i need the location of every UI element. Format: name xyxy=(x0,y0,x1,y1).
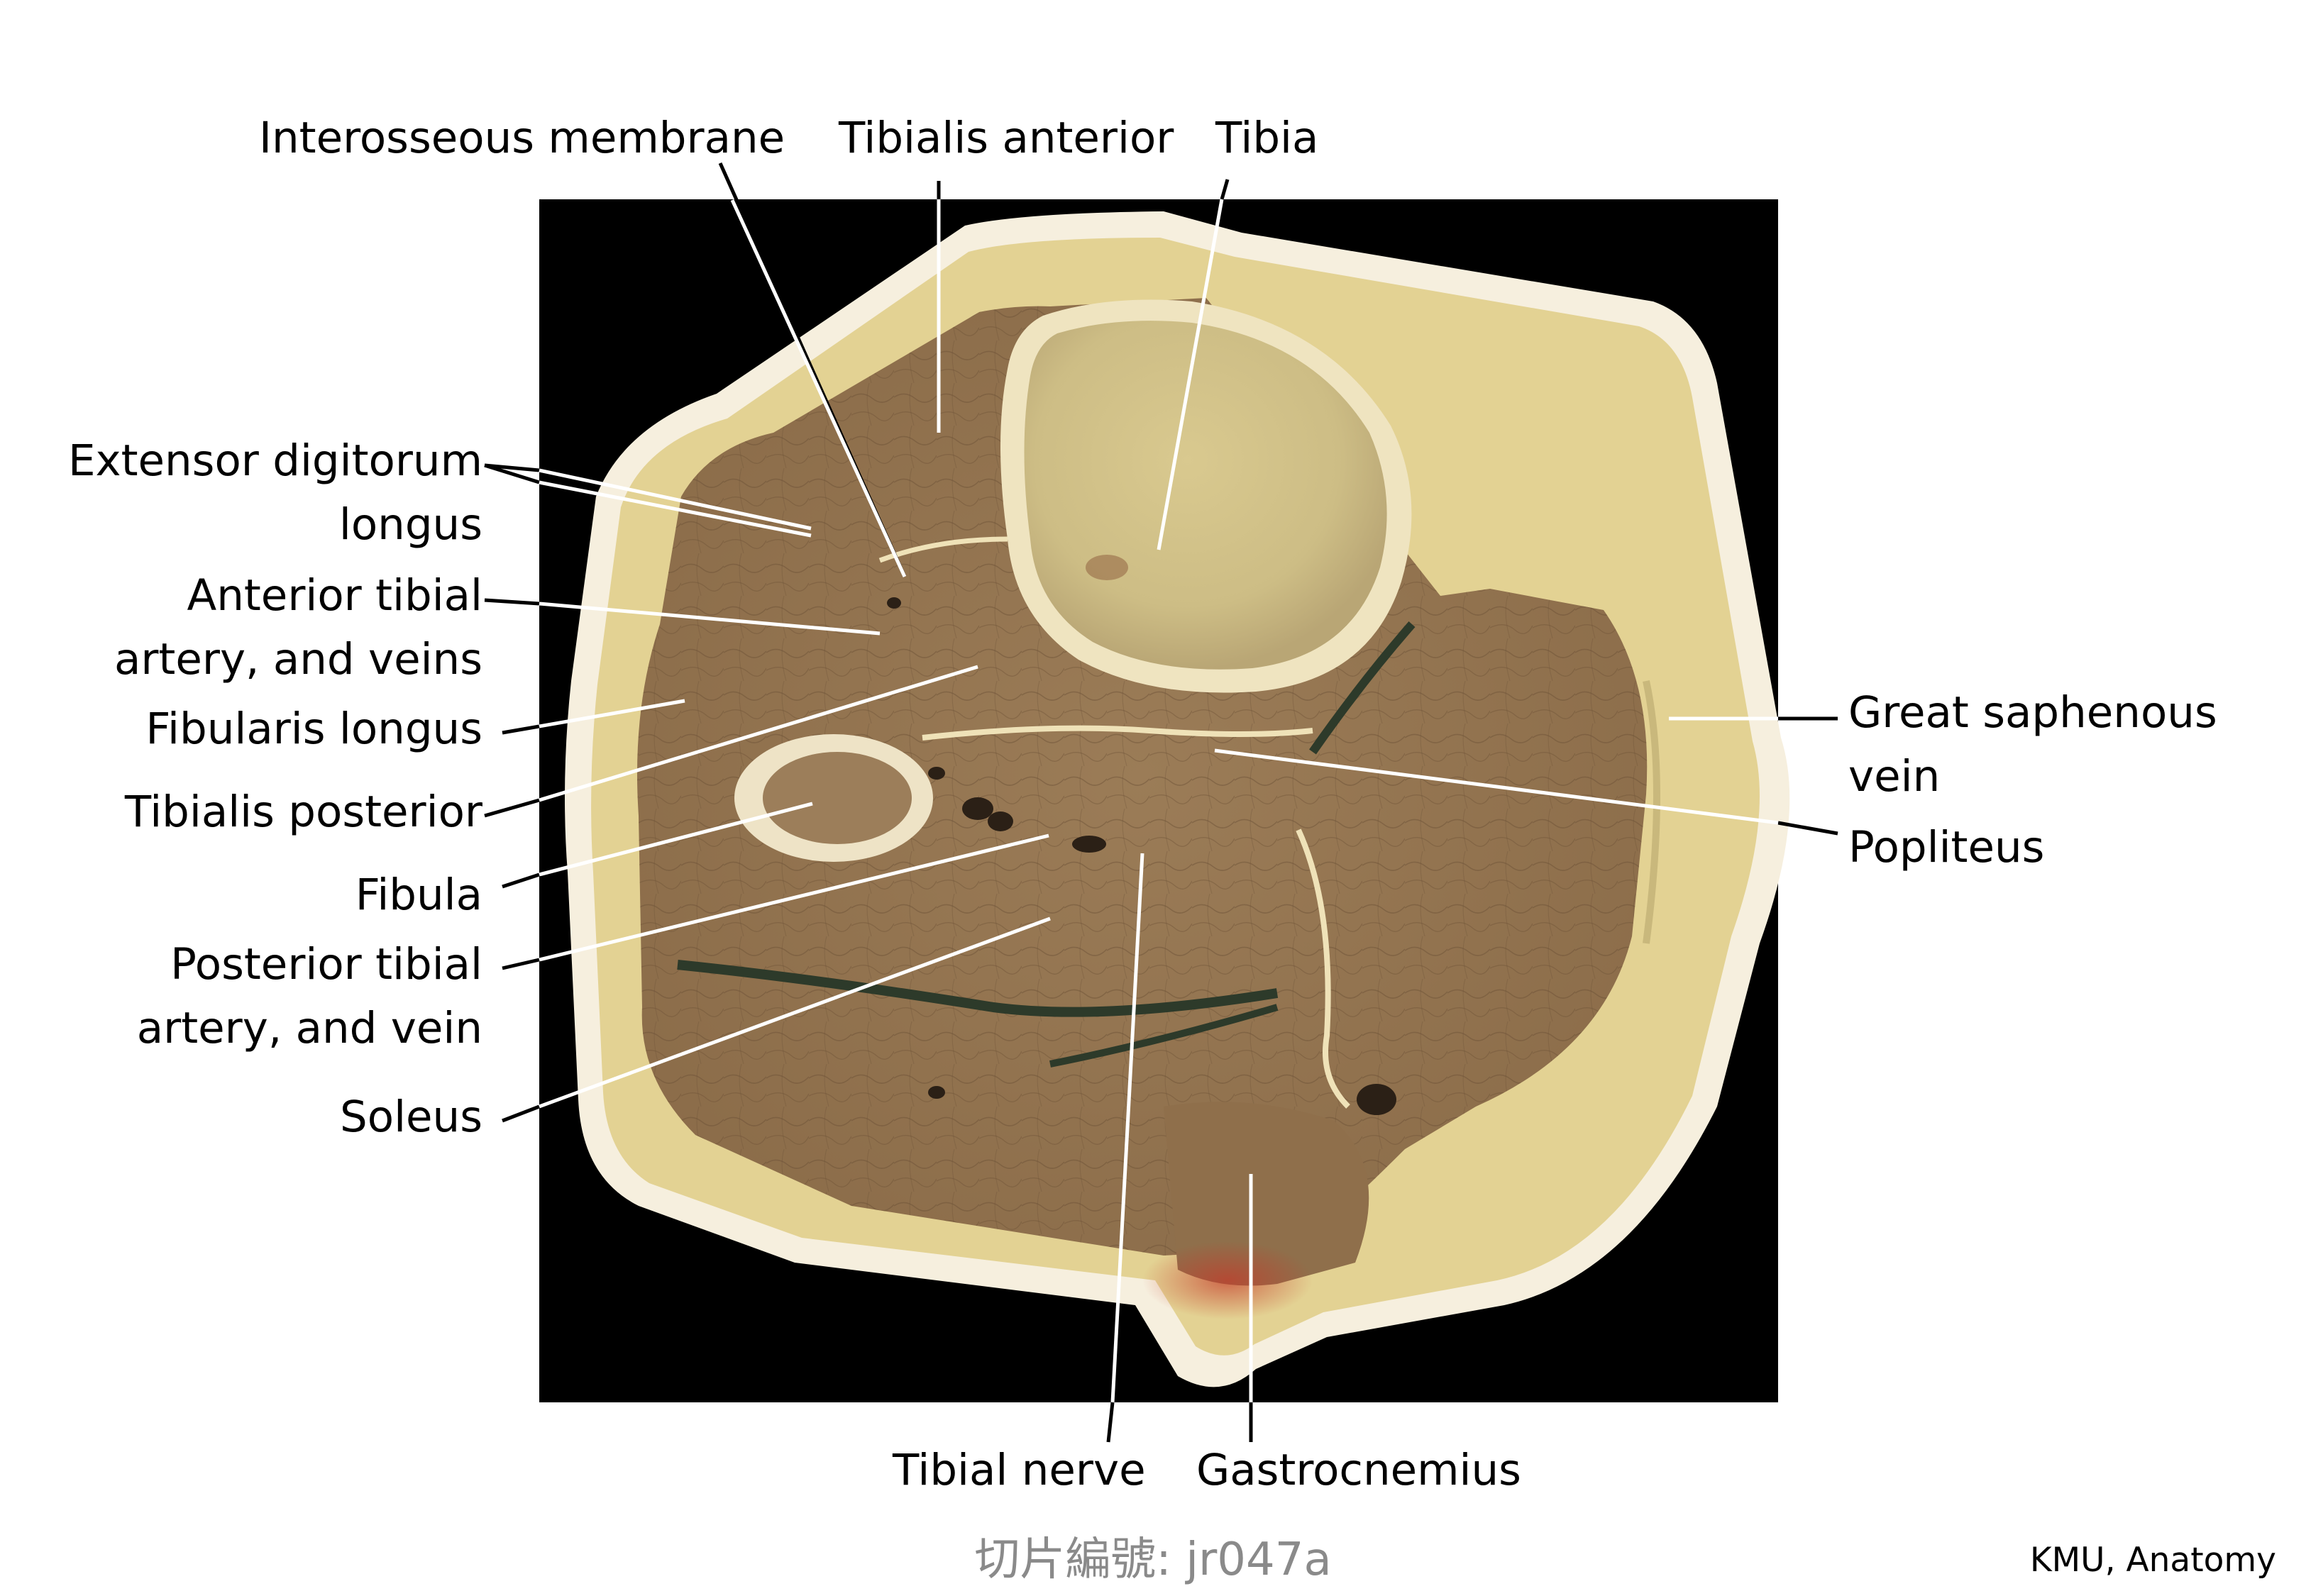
deep-fascia xyxy=(1643,680,1660,944)
label-great-saphenous-line1: Great saphenous xyxy=(1848,687,2217,738)
leader-extensor-top xyxy=(484,463,540,472)
leader-tibial-nerve xyxy=(1110,853,1144,1403)
label-gastrocnemius: Gastrocnemius xyxy=(1196,1445,1521,1495)
gastrocnemius-region xyxy=(1164,1102,1369,1286)
anterior-tibial-vessel xyxy=(887,597,901,609)
leader-anterior-tibial-top xyxy=(484,598,540,606)
label-tibialis-posterior: Tibialis posterior xyxy=(124,787,483,837)
tibia-marking xyxy=(1086,555,1128,580)
soleus-vessel xyxy=(928,1086,945,1099)
septum-line xyxy=(1296,829,1350,1109)
label-popliteus: Popliteus xyxy=(1848,822,2044,872)
leader-extensor-digitorum xyxy=(539,468,812,538)
fascia-line-posterior xyxy=(677,960,1279,1017)
red-tissue-area xyxy=(1142,1241,1313,1319)
leader-tibial-nerve-bottom xyxy=(1106,1402,1115,1443)
label-fibula: Fibula xyxy=(355,870,482,920)
fascia-line-popliteus xyxy=(1309,621,1416,755)
posterior-tibial-vessel-3 xyxy=(1072,836,1106,853)
leader-lines xyxy=(484,162,1838,1443)
posterior-tibial-vessel-1 xyxy=(962,797,993,820)
leader-posterior-tibial-top xyxy=(502,958,540,970)
leader-tibialis-posterior xyxy=(539,665,978,802)
leader-tibia-top xyxy=(1220,179,1230,200)
leader-fibula-top xyxy=(502,872,540,889)
leader-popliteus-top xyxy=(1777,821,1838,836)
label-fibularis-longus: Fibularis longus xyxy=(145,704,482,754)
leader-fibula xyxy=(539,802,813,877)
leader-interosseous-membrane-white xyxy=(730,199,907,578)
labels: Interosseous membrane Tibialis anterior … xyxy=(68,113,2276,1586)
fibula-marrow xyxy=(763,752,912,844)
label-great-saphenous-line2: vein xyxy=(1848,751,1940,802)
label-tibia: Tibia xyxy=(1215,113,1318,163)
septum-deep xyxy=(922,725,1313,741)
label-extensor-digitorum-line2: longus xyxy=(339,499,482,550)
fascia-line-soleus xyxy=(1049,1004,1279,1068)
leader-tibia xyxy=(1157,199,1224,550)
gastrocnemius-vessel xyxy=(1357,1084,1396,1115)
caption-slice-number: 切片編號: jr047a xyxy=(974,1534,1331,1586)
credit-text: KMU, Anatomy xyxy=(2030,1541,2276,1580)
leg-cross-section xyxy=(565,211,1790,1387)
label-posterior-tibial-line2: artery, and vein xyxy=(137,1003,482,1053)
tibia-marrow xyxy=(1024,321,1387,670)
leader-soleus-top xyxy=(502,1104,540,1123)
label-extensor-digitorum-line1: Extensor digitorum xyxy=(68,436,482,486)
leader-tibialis-posterior-top xyxy=(484,798,540,818)
label-posterior-tibial-line1: Posterior tibial xyxy=(170,939,482,990)
leader-anterior-tibial xyxy=(539,602,881,636)
label-anterior-tibial-line1: Anterior tibial xyxy=(187,570,482,621)
leader-extensor-top-b xyxy=(484,463,540,484)
leader-fibularis-longus xyxy=(539,699,685,728)
small-vessel xyxy=(928,767,945,780)
muscle-texture xyxy=(637,298,1648,1256)
leader-fibularis-top xyxy=(502,724,540,735)
label-soleus: Soleus xyxy=(340,1092,482,1142)
leader-soleus xyxy=(539,916,1051,1109)
label-tibial-nerve: Tibial nerve xyxy=(892,1445,1146,1495)
label-interosseous-membrane: Interosseous membrane xyxy=(259,113,785,163)
leader-popliteus xyxy=(1214,748,1779,825)
leader-posterior-tibial xyxy=(539,833,1049,962)
label-anterior-tibial-line2: artery, and veins xyxy=(114,634,482,685)
label-tibialis-anterior: Tibialis anterior xyxy=(838,113,1174,163)
posterior-tibial-vessel-2 xyxy=(988,811,1013,831)
